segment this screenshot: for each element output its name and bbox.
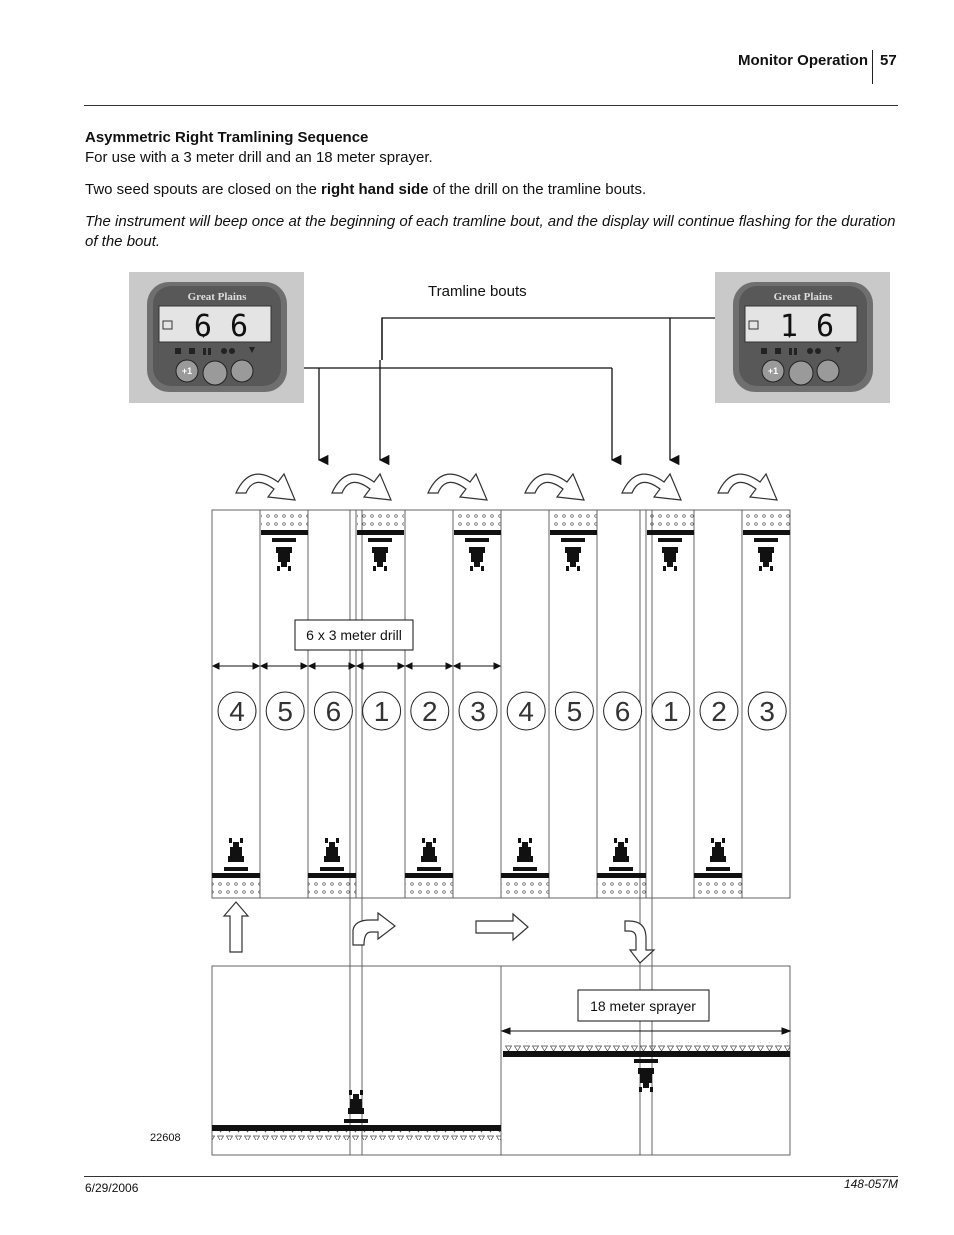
sprayer-tractor-left (344, 1090, 368, 1123)
bout-circle (603, 691, 643, 731)
monitor-right-display: 1 6 (780, 309, 834, 344)
bout-number: 1 (374, 696, 390, 727)
bout-number: 1 (663, 696, 679, 727)
header-section-title: Monitor Operation (738, 52, 868, 69)
page-number: 57 (880, 52, 897, 69)
tramline-pointers (304, 317, 715, 466)
sprayer-tractor-right (634, 1059, 658, 1092)
bout-number: 2 (422, 696, 438, 727)
monitor-right-plus-button: +1 (768, 366, 778, 376)
spouts-text-bold: right hand side (320, 181, 429, 198)
monitor-right-brand: Great Plains (774, 291, 833, 303)
sprayer-nozzles-left (212, 1131, 501, 1140)
bout-circle (458, 691, 498, 731)
footer-date: 6/29/2006 (85, 1181, 139, 1195)
bout-circles: 4 5 6 1 2 3 4 5 6 1 2 3 (217, 691, 787, 731)
monitor-left-plus-button: +1 (182, 366, 192, 376)
bout-circle (265, 691, 305, 731)
bout-circle (217, 691, 257, 731)
turn-arrows (235, 472, 778, 501)
sprayer-field (211, 965, 791, 1156)
header-rule (84, 105, 898, 106)
bout-number: 3 (470, 696, 486, 727)
movement-arrows (222, 901, 656, 964)
sprayer-width-arrow (500, 1027, 792, 1035)
drill-bars-top (261, 510, 790, 571)
tramline-bouts-label: Tramline bouts (428, 283, 527, 300)
footer-rule (84, 1176, 898, 1177)
section-heading: Asymmetric Right Tramlining Sequence (85, 129, 369, 146)
strip-width-arrows (211, 662, 502, 670)
bout-number: 4 (229, 696, 245, 727)
bout-number: 2 (711, 696, 727, 727)
drill-label: 6 x 3 meter drill (306, 627, 402, 643)
header-divider (872, 50, 873, 84)
bout-number: 4 (518, 696, 534, 727)
sprayer-boom-left (212, 1125, 501, 1131)
spouts-text-b: of the drill on the tramline bouts. (428, 181, 647, 198)
sprayer-boom-right (503, 1051, 790, 1057)
spouts-paragraph: Two seed spouts are closed on the right … (85, 180, 900, 200)
bout-circle (362, 691, 402, 731)
footer-doc-number: 148-057M (843, 1177, 898, 1191)
bout-circle (747, 691, 787, 731)
monitor-right: Great Plains 1 6 +1 (714, 271, 891, 404)
sprayer-nozzles-right (503, 1042, 790, 1051)
bout-circle (651, 691, 691, 731)
figure-id: 22608 (150, 1132, 181, 1144)
bout-number: 6 (615, 696, 631, 727)
bout-circle (554, 691, 594, 731)
intro-line: For use with a 3 meter drill and an 18 m… (85, 149, 433, 166)
bout-number: 5 (277, 696, 293, 727)
bout-circle (313, 691, 353, 731)
beep-note: The instrument will beep once at the beg… (85, 213, 896, 250)
drill-bars-bottom (212, 838, 742, 898)
drill-label-box (294, 619, 414, 651)
monitor-left-display: 6 6 (194, 309, 248, 344)
monitor-left: Great Plains 6 6 +1 (128, 271, 305, 404)
bout-number: 5 (567, 696, 583, 727)
bout-number: 6 (326, 696, 342, 727)
bout-circle (506, 691, 546, 731)
spouts-text-a: Two seed spouts are closed on the (85, 181, 321, 198)
bout-circle (699, 691, 739, 731)
sprayer-label-box (577, 989, 710, 1022)
bout-circle (410, 691, 450, 731)
monitor-left-brand: Great Plains (188, 291, 247, 303)
sprayer-label: 18 meter sprayer (590, 998, 696, 1014)
bout-number: 3 (759, 696, 775, 727)
